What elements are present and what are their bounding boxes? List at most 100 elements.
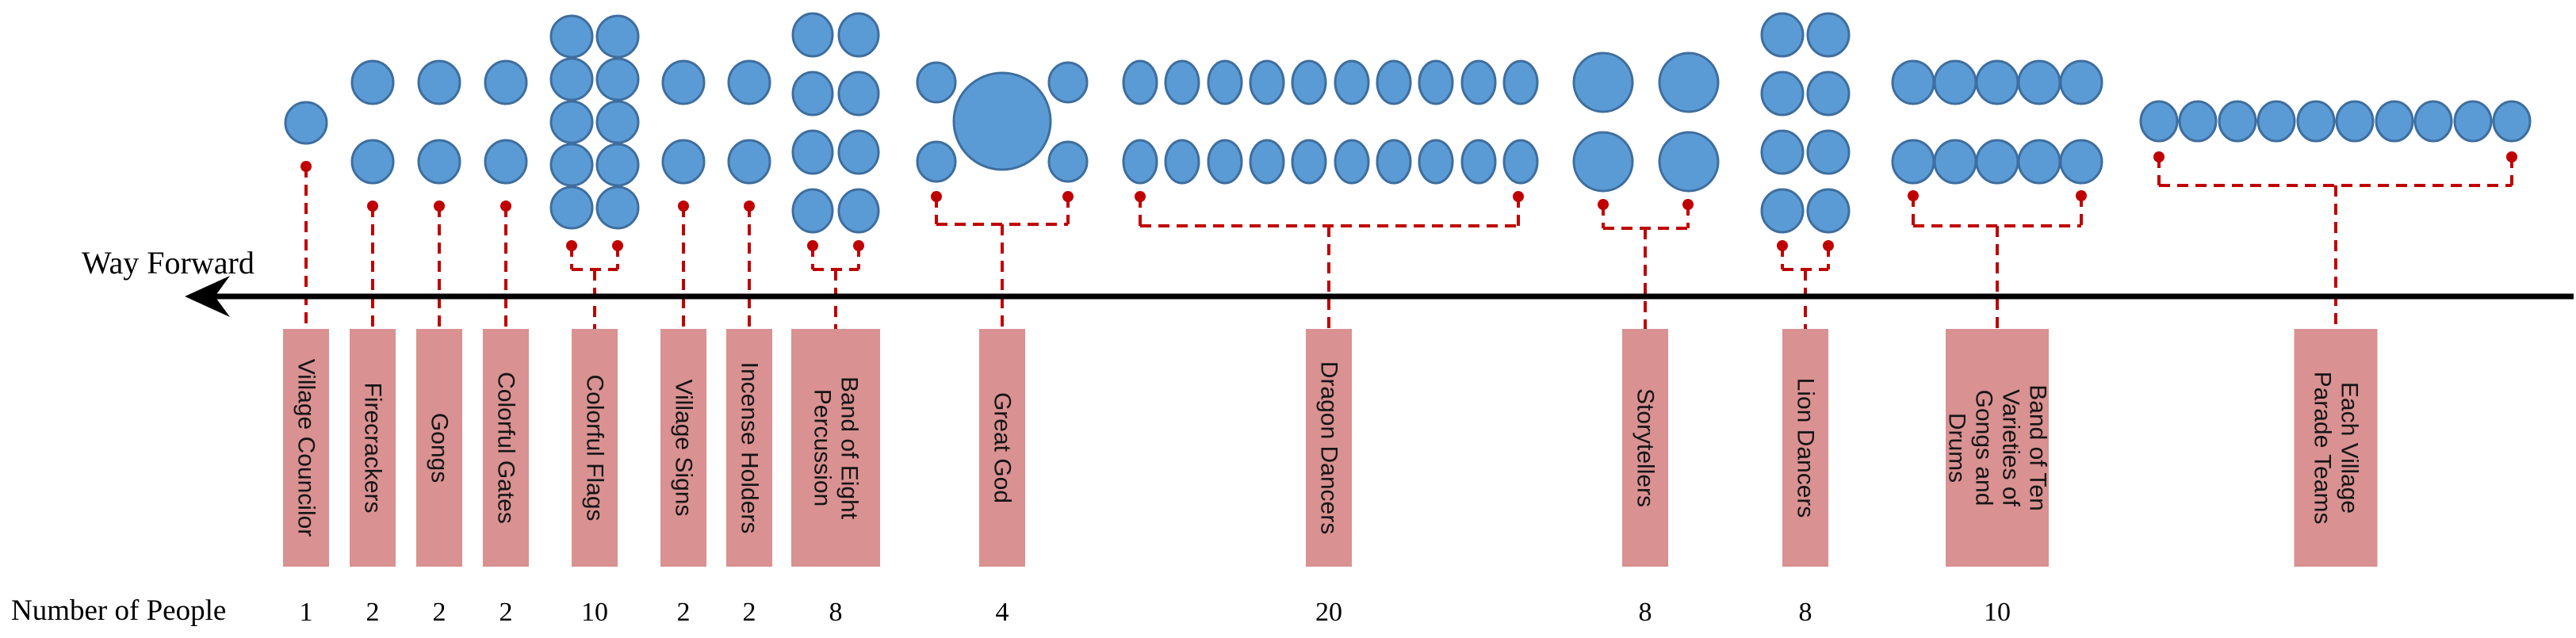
person-circle-lion-dancers (1760, 12, 1805, 58)
person-circle-each-village-parade-teams (2296, 100, 2336, 143)
person-circle-band-of-ten-varieties (1933, 139, 1977, 185)
person-circle-colorful-gates (484, 139, 528, 185)
person-circle-band-of-eight-percussion (837, 12, 880, 58)
group-count-village-signs: 2 (677, 598, 691, 627)
person-circle-colorful-flags (595, 14, 640, 59)
group-label-each-village-parade-teams: Each VillageParade Teams (2310, 372, 2363, 525)
group-count-gongs: 2 (433, 598, 446, 627)
person-circle-colorful-flags (595, 185, 640, 230)
person-circle-band-of-eight-percussion (837, 129, 880, 175)
person-circle-dragon-dancers (1249, 59, 1285, 105)
person-circle-gongs (417, 59, 461, 105)
person-circle-band-of-eight-percussion (791, 129, 834, 175)
person-circle-each-village-parade-teams (2218, 100, 2257, 143)
person-circle-incense-holders (727, 59, 771, 105)
person-circle-village-signs (661, 139, 706, 185)
person-circle-lion-dancers (1806, 12, 1851, 58)
person-circle-dragon-dancers (1502, 139, 1539, 185)
person-circle-band-of-ten-varieties (2017, 139, 2061, 185)
group-label-great-god: Great God (989, 392, 1016, 503)
group-label-dragon-dancers: Dragon Dancers (1316, 361, 1342, 534)
person-circle-great-god (1047, 140, 1089, 183)
group-label-box-incense-holders (726, 329, 772, 567)
group-label-lion-dancers: Lion Dancers (1793, 378, 1819, 518)
group-label-incense-holders: Incense Holders (737, 362, 763, 534)
person-circle-dragon-dancers (1122, 139, 1158, 185)
person-circle-each-village-parade-teams (2256, 100, 2296, 143)
person-circle-each-village-parade-teams (2139, 100, 2179, 143)
group-count-dragon-dancers: 20 (1315, 598, 1342, 627)
group-label-box-village-councilor (283, 329, 329, 567)
person-circle-band-of-ten-varieties (1933, 59, 1977, 105)
person-circle-colorful-flags (549, 57, 594, 101)
person-circle-dragon-dancers (1376, 139, 1412, 185)
person-circle-dragon-dancers (1418, 59, 1454, 105)
person-circle-incense-holders (727, 139, 771, 185)
person-circle-band-of-eight-percussion (791, 71, 834, 117)
person-circle-colorful-flags (549, 14, 594, 59)
person-circle-lion-dancers (1806, 71, 1851, 117)
person-circle-dragon-dancers (1502, 59, 1539, 105)
group-label-box-dragon-dancers (1306, 329, 1352, 567)
person-circle-dragon-dancers (1207, 59, 1243, 105)
person-circle-dragon-dancers (1334, 139, 1370, 185)
number-of-people-label: Number of People (11, 594, 226, 627)
person-circle-each-village-parade-teams (2335, 100, 2375, 143)
person-circle-band-of-ten-varieties (2017, 59, 2061, 105)
group-count-colorful-gates: 2 (500, 598, 513, 627)
person-circle-storytellers (1658, 52, 1720, 113)
group-label-box-storytellers (1622, 329, 1668, 567)
group-label-box-band-of-eight-percussion (791, 329, 880, 567)
person-circle-band-of-ten-varieties (1975, 59, 2019, 105)
person-circle-band-of-ten-varieties (2059, 59, 2103, 105)
person-circle-colorful-gates (484, 59, 528, 105)
person-circle-each-village-parade-teams (2413, 100, 2453, 143)
person-circle-colorful-flags (549, 143, 594, 187)
group-label-village-councilor: Village Councilor (293, 359, 320, 537)
person-circle-dragon-dancers (1376, 59, 1412, 105)
group-label-band-of-ten-varieties: Band of TenVarieties ofGongs andDrums (1944, 384, 2051, 511)
person-circle-band-of-ten-varieties (1891, 139, 1935, 185)
person-circle-dragon-dancers (1291, 59, 1327, 105)
person-circle-dragon-dancers (1249, 139, 1285, 185)
person-circle-each-village-parade-teams (2375, 100, 2414, 143)
group-label-colorful-gates: Colorful Gates (493, 372, 519, 524)
group-label-box-each-village-parade-teams (2294, 329, 2378, 567)
person-circle-dragon-dancers (1291, 139, 1327, 185)
person-circle-lion-dancers (1760, 71, 1805, 117)
group-count-great-god: 4 (996, 598, 1009, 627)
person-circle-band-of-eight-percussion (791, 188, 834, 234)
arrow-head-left-icon (185, 276, 230, 317)
person-circle-dragon-dancers (1122, 59, 1158, 105)
parade-groups-layer: Village Councilor1Firecrackers2Gongs2Col… (283, 12, 2532, 627)
group-label-box-colorful-gates (483, 329, 529, 567)
person-circle-band-of-ten-varieties (1975, 139, 2019, 185)
person-circle-band-of-eight-percussion (837, 188, 880, 234)
person-circle-lion-dancers (1760, 129, 1805, 175)
group-label-box-great-god (979, 329, 1025, 567)
group-count-band-of-ten-varieties: 10 (1984, 598, 2011, 627)
person-circle-band-of-ten-varieties (2059, 139, 2103, 185)
group-count-village-councilor: 1 (300, 598, 313, 627)
person-circle-dragon-dancers (1164, 59, 1200, 105)
person-circle-each-village-parade-teams (2453, 100, 2493, 143)
group-count-firecrackers: 2 (366, 598, 380, 627)
group-count-incense-holders: 2 (743, 598, 756, 627)
group-label-village-signs: Village Signs (671, 380, 697, 517)
person-circle-great-god (916, 61, 957, 104)
person-circle-colorful-flags (549, 100, 594, 144)
person-circle-village-councilor (284, 101, 328, 145)
person-circle-dragon-dancers (1334, 59, 1370, 105)
group-count-lion-dancers: 8 (1799, 598, 1812, 627)
person-circle-firecrackers (350, 139, 395, 185)
person-circle-colorful-flags (595, 57, 640, 101)
person-circle-lion-dancers (1806, 188, 1851, 234)
person-circle-band-of-eight-percussion (837, 71, 880, 117)
person-circle-storytellers (1572, 52, 1634, 113)
person-circle-gongs (417, 139, 461, 185)
group-label-firecrackers: Firecrackers (360, 382, 386, 513)
person-circle-dragon-dancers (1207, 139, 1243, 185)
person-circle-colorful-flags (595, 143, 640, 187)
